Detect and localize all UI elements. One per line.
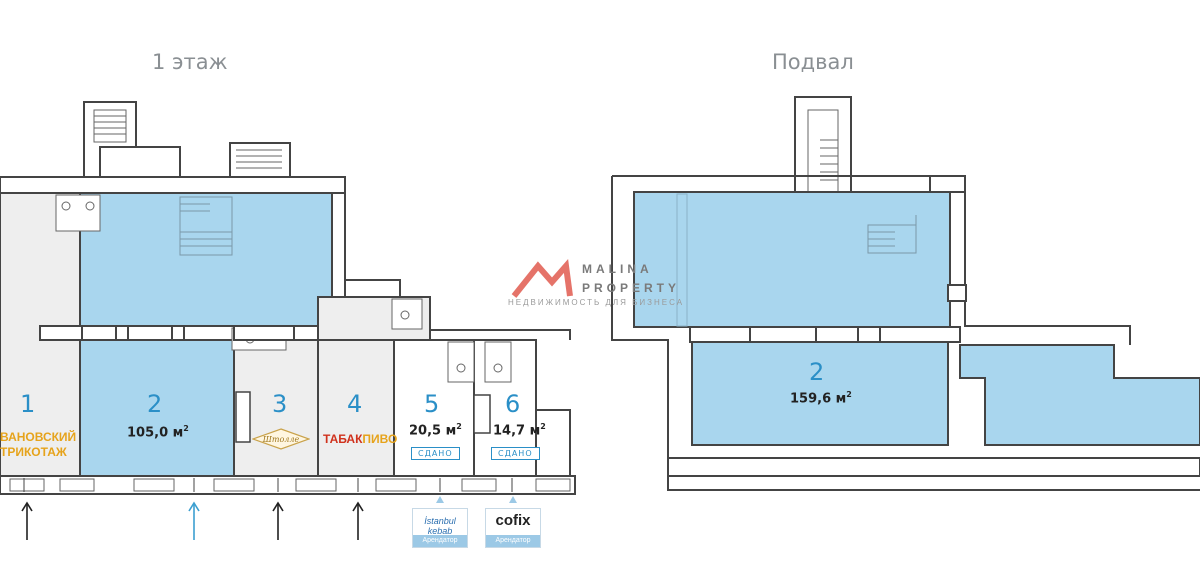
unit-6-status-badge: СДАНО [491, 447, 540, 460]
rear-stair-steps [236, 149, 282, 169]
unit-1-label-line1: ВАНОВСКИЙ [0, 430, 77, 444]
basement-stair-inner [807, 109, 839, 193]
rear-stair-outline [229, 142, 291, 178]
tenant-role-label: Арендатор [413, 535, 467, 547]
basement-unit-2-area: 159,6 м2 [790, 390, 852, 407]
basement-column [676, 193, 688, 327]
unit-1-label-line2: ТРИКОТАЖ [0, 445, 67, 459]
unit-1-tenant-label: ВАНОВСКИЙ ТРИКОТАЖ [0, 430, 76, 460]
floor1-beam [39, 325, 295, 341]
tenant-card-unit-6: cofix Арендатор [485, 508, 541, 548]
floor1-step-wall [344, 193, 401, 297]
unit-3-logo-text: Штолле [262, 435, 300, 444]
basement-heading: Подвал [772, 50, 854, 74]
basement-bottom-band [667, 457, 1200, 477]
unit-4-room [317, 339, 395, 484]
tenant-pointer-6 [509, 496, 517, 503]
basement-internal-stair [867, 215, 917, 254]
tenant-card-unit-5: İstanbul kebab Арендатор [412, 508, 468, 548]
floor1-right-wall [535, 340, 571, 483]
unit-2-area: 105,0 м2 [127, 424, 189, 441]
basement-right-room [959, 344, 1200, 446]
unit-6-area: 14,7 м2 [493, 422, 546, 439]
tenant-role-label: Арендатор [486, 535, 540, 547]
basement-unit-2-number: 2 [809, 358, 825, 386]
malina-logo-icon [511, 259, 573, 298]
unit-3-logo: Штолле [252, 428, 310, 450]
watermark-line2: PROPERTY [582, 281, 681, 295]
unit-2-upper-room [79, 192, 333, 327]
basement-side-notch [947, 284, 967, 302]
unit-3-counter [235, 391, 251, 443]
entrance-vestibule [99, 146, 181, 178]
basement-outer-wall [612, 175, 1131, 345]
unit-1-number: 1 [20, 390, 36, 418]
basement-stair-steps [820, 139, 838, 181]
internal-stair [179, 196, 233, 256]
stair-tower-steps [94, 115, 126, 135]
floor1-right-corridor [429, 297, 571, 340]
unit-2-number: 2 [147, 390, 163, 418]
floor1-side-wall [331, 192, 346, 298]
unit-4-brand-part2: ПИВО [362, 432, 398, 446]
entrance-markers [23, 478, 513, 492]
basement-left-wall [611, 176, 1200, 491]
unit-4-brand: ТАБАКПИВО [323, 432, 397, 447]
tenant-logo-cofix: cofix [495, 512, 531, 529]
unit-6-number: 6 [505, 390, 521, 418]
unit-4-number: 4 [347, 390, 363, 418]
floor1-heading: 1 этаж [152, 50, 228, 74]
facade-windows [9, 478, 571, 492]
unit-5-status-badge: СДАНО [411, 447, 460, 460]
unit-2-lower-room [79, 339, 235, 484]
unit-4-brand-part1: ТАБАК [323, 432, 363, 446]
basement-top-right-notch [929, 175, 966, 193]
unit-5-area: 20,5 м2 [409, 422, 462, 439]
unit-5-number: 5 [424, 390, 440, 418]
unit-3-number: 3 [272, 390, 288, 418]
basement-beam [689, 326, 961, 343]
stair-tower-inner [93, 109, 127, 143]
tenant-pointer-5 [436, 496, 444, 503]
floor1-top-wall [0, 176, 346, 194]
watermark-tagline: НЕДВИЖИМОСТЬ ДЛЯ БИЗНЕСА [508, 298, 685, 307]
unit-6-counter [473, 394, 491, 434]
entrance-arrows [21, 501, 364, 540]
watermark-line1: MALINA [582, 262, 653, 276]
tenant-logo-istanbul-kebab: İstanbul kebab [424, 516, 456, 536]
